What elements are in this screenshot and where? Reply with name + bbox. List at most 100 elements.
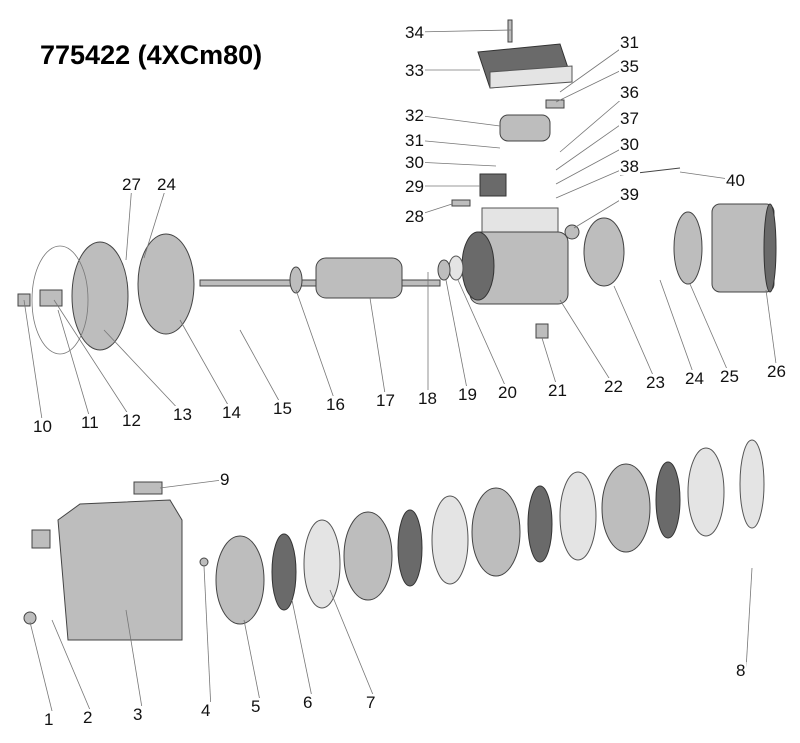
label-background <box>325 396 346 413</box>
leader-line <box>559 91 631 153</box>
leader-line <box>243 619 262 707</box>
label-background <box>457 386 478 403</box>
label-background <box>619 84 640 101</box>
part-label-34: 34 <box>405 23 424 42</box>
leader-line <box>57 309 92 423</box>
label-background <box>404 62 425 79</box>
part-label-11: 11 <box>81 413 99 432</box>
part-connectors-28 <box>451 199 471 207</box>
part-bracket-14 <box>137 233 195 335</box>
label-background <box>619 136 640 153</box>
label-background <box>43 711 55 728</box>
part-label-33: 33 <box>405 61 424 80</box>
part-label-36: 36 <box>620 83 639 102</box>
part-gland-39 <box>564 224 580 240</box>
parts-drawing <box>17 19 777 641</box>
label-background <box>375 392 396 409</box>
part-label-17: 17 <box>376 391 395 410</box>
part-label-26: 26 <box>767 362 786 381</box>
label-background <box>156 176 177 193</box>
label-background <box>645 374 666 391</box>
label-background <box>404 132 425 149</box>
stage-part <box>655 461 681 539</box>
label-background <box>219 471 231 488</box>
part-label-12: 12 <box>122 411 141 430</box>
label-background <box>132 706 144 723</box>
label-background <box>619 58 640 75</box>
part-label-38: 38 <box>620 157 639 176</box>
label-background <box>121 176 142 193</box>
part-label-8: 8 <box>736 661 745 680</box>
stage-part <box>397 509 423 587</box>
part-end-shield-23 <box>583 217 625 287</box>
part-seal-12 <box>39 289 63 307</box>
label-background <box>417 390 438 407</box>
label-background <box>365 694 377 711</box>
leader-line <box>555 117 631 171</box>
part-bearing-16 <box>289 266 303 294</box>
label-background <box>619 186 640 203</box>
part-label-40: 40 <box>726 171 745 190</box>
part-label-6: 6 <box>303 693 312 712</box>
leader-line <box>555 65 631 103</box>
part-label-27: 27 <box>122 175 141 194</box>
label-background <box>766 363 787 380</box>
part-label-31: 31 <box>405 131 424 150</box>
leader-line <box>29 621 55 720</box>
part-label-28: 28 <box>405 207 424 226</box>
leader-line <box>369 297 387 401</box>
pump-stages <box>215 439 765 625</box>
stage-part <box>215 535 265 625</box>
leader-line <box>689 283 731 377</box>
part-label-31: 31 <box>620 33 639 52</box>
leader-line <box>414 29 513 33</box>
part-oring-11 <box>31 245 89 355</box>
part-label-7: 7 <box>366 693 375 712</box>
stage-part <box>559 471 597 561</box>
stage-part <box>527 485 553 563</box>
stage-part <box>343 511 393 601</box>
stage-part <box>687 447 725 537</box>
stage-part <box>471 487 521 577</box>
part-capacitor-32 <box>499 114 551 142</box>
part-label-18: 18 <box>418 389 437 408</box>
part-housing-face <box>461 231 495 301</box>
part-rotor-17 <box>315 257 403 299</box>
part-label-32: 32 <box>405 106 424 125</box>
label-background <box>82 709 94 726</box>
part-seal-plate-13 <box>71 241 129 351</box>
leader-line <box>159 478 231 489</box>
label-background <box>547 382 568 399</box>
part-label-29: 29 <box>405 177 424 196</box>
part-plug-9 <box>133 481 163 495</box>
leader-line <box>295 289 337 405</box>
part-label-2: 2 <box>83 708 92 727</box>
part-terminal-block-29 <box>479 173 507 197</box>
label-background <box>725 172 746 189</box>
part-label-5: 5 <box>251 697 260 716</box>
leader-line <box>103 329 184 415</box>
part-clamp-35 <box>545 99 565 109</box>
part-label-13: 13 <box>173 405 192 424</box>
part-label-1: 1 <box>44 710 53 729</box>
label-background <box>603 378 624 395</box>
label-background <box>172 406 193 423</box>
label-background <box>404 24 425 41</box>
leader-line <box>414 161 497 167</box>
leader-line <box>613 285 657 383</box>
label-background <box>719 368 740 385</box>
part-label-3: 3 <box>133 705 142 724</box>
part-label-39: 39 <box>620 185 639 204</box>
leader-line <box>239 329 284 409</box>
part-inlet <box>31 529 51 549</box>
label-background <box>32 418 53 435</box>
part-nut-4 <box>199 557 209 567</box>
leader-line <box>414 139 501 149</box>
leader-line <box>53 299 133 421</box>
label-background <box>404 178 425 195</box>
leader-line <box>555 143 631 185</box>
leader-line <box>659 279 696 379</box>
leader-line <box>765 289 778 372</box>
label-background <box>735 662 747 679</box>
